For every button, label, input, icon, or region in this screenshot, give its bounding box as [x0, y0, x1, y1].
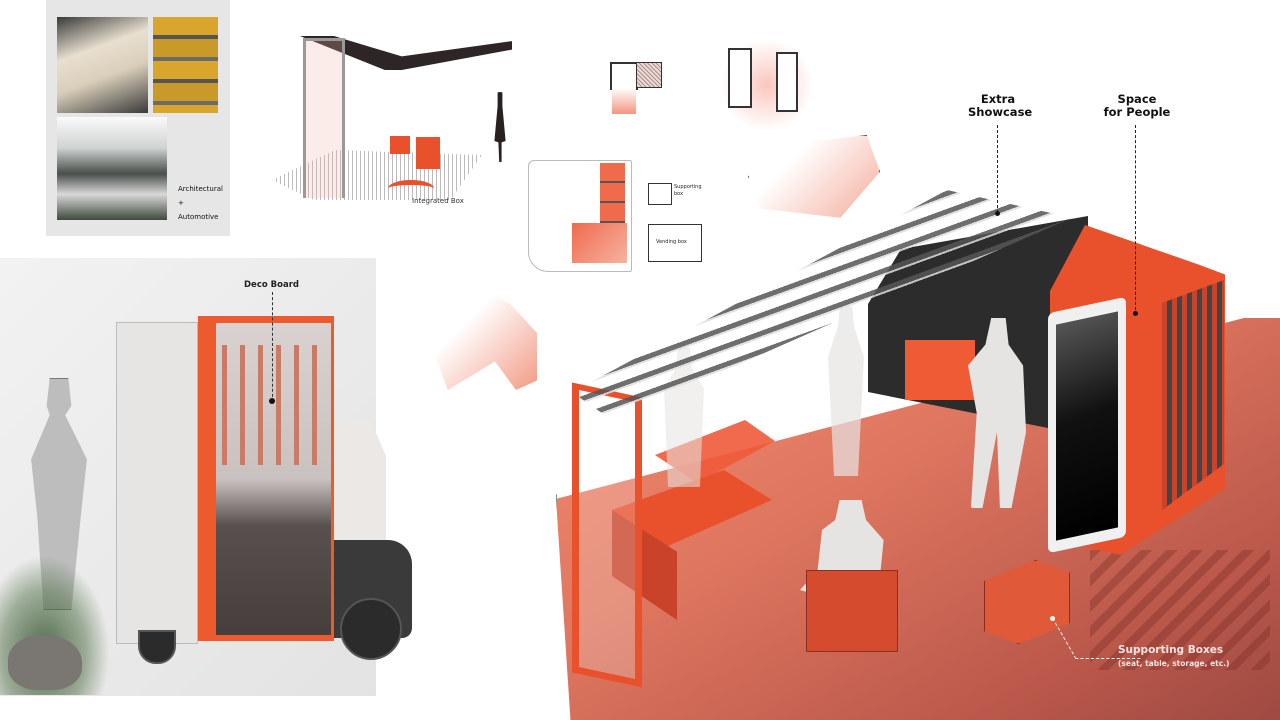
person-silhouette-icon — [494, 92, 506, 162]
deco-board-pointer — [269, 398, 275, 404]
callout-line: Extra — [980, 92, 1016, 106]
green-house-elevation — [57, 117, 167, 220]
vending-box-legend — [648, 224, 702, 262]
slat-shadows — [1090, 550, 1270, 670]
integrated-box-small — [390, 136, 410, 154]
front-wheel — [340, 598, 402, 660]
callout-extra-showcase: Extra Showcase — [968, 92, 1033, 119]
pergola-orange-frame — [572, 382, 642, 688]
vending-box-block — [572, 223, 627, 263]
vending-box-label: Vending box — [656, 239, 687, 245]
rock — [8, 635, 82, 690]
deco-board-leader — [272, 292, 273, 402]
integrated-box-label: Integrated Box — [412, 197, 464, 205]
caption-plus: + — [178, 199, 184, 207]
vehicle-front-panel — [334, 420, 386, 548]
space-for-people-leader — [1135, 125, 1136, 315]
architectural-model-photo — [57, 17, 148, 113]
unit-extension-hatched — [636, 62, 662, 88]
isometric-vehicle-sketch — [748, 135, 880, 218]
folding-desk-sketch — [432, 295, 537, 390]
callout-space-for-people: Space for People — [1102, 93, 1172, 119]
rear-wheel — [138, 630, 176, 664]
integrated-box-large — [416, 137, 440, 169]
reference-caption: Architectural + Automotive — [178, 182, 223, 224]
showcase-slats — [1162, 280, 1224, 510]
interior-orange-boxes — [905, 340, 975, 400]
supporting-box-seat — [806, 570, 898, 652]
callout-line: for People — [1103, 105, 1171, 119]
paired-unit-left — [728, 48, 752, 108]
unit-plan-diagram — [610, 62, 638, 90]
sketch-frame — [303, 38, 345, 198]
extra-showcase-leader — [997, 125, 998, 213]
caption-automotive: Automotive — [178, 213, 219, 221]
supporting-box-label: Supporting box — [674, 184, 702, 197]
space-for-people-pointer — [1133, 311, 1138, 316]
extra-showcase-pointer — [995, 211, 1000, 216]
mirror-glass — [1056, 311, 1118, 541]
paired-unit-right — [776, 52, 798, 112]
yellow-facade-photo — [153, 17, 218, 113]
supporting-boxes-pointer — [1050, 616, 1055, 621]
curved-arrow-icon — [388, 180, 434, 197]
supporting-boxes-title: Supporting Boxes — [1118, 644, 1224, 656]
deco-board-label: Deco Board — [244, 280, 299, 290]
supporting-box-legend — [648, 183, 672, 205]
callout-line: Showcase — [968, 105, 1033, 119]
supporting-box-stack — [600, 163, 625, 223]
supporting-boxes-subtitle: (seat, table, storage, etc.) — [1118, 659, 1230, 668]
vehicle-body-panel — [116, 322, 198, 644]
unit-extension-down — [612, 88, 636, 114]
caption-architectural: Architectural — [178, 185, 223, 193]
callout-line: Space — [1117, 92, 1157, 106]
